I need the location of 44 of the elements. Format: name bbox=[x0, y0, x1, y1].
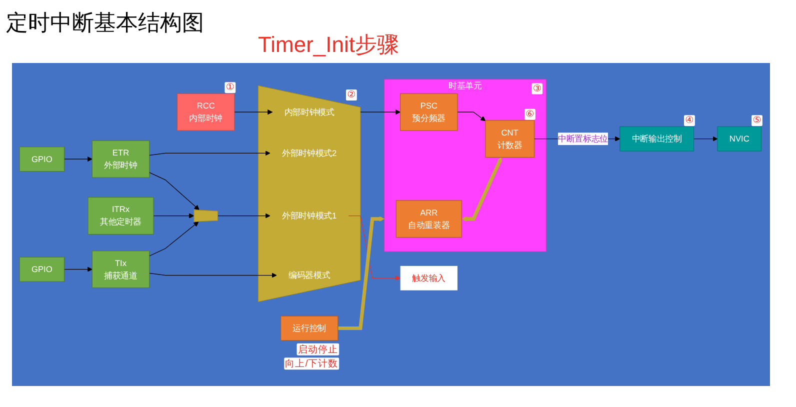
arrow bbox=[64, 156, 92, 162]
node-box: PSC 预分频器 bbox=[400, 93, 458, 131]
cluster bbox=[258, 85, 361, 302]
handwritten-annotation: ① bbox=[224, 82, 236, 94]
handwritten-annotation: ③ bbox=[532, 83, 543, 94]
arrow bbox=[462, 157, 502, 222]
arrow bbox=[149, 222, 199, 256]
node-text: 外部时钟模式1 bbox=[282, 210, 337, 220]
handwritten-annotation: 向上/下计数 bbox=[284, 358, 340, 370]
edge-label: 中断置标志位 bbox=[558, 134, 608, 144]
arrow bbox=[64, 266, 92, 272]
node-text: 外部时钟模式2 bbox=[282, 148, 337, 158]
node-trapezoid bbox=[194, 210, 218, 222]
arrow bbox=[153, 213, 194, 218]
node-box: GPIO bbox=[19, 256, 65, 282]
node-text: 内部时钟模式 bbox=[284, 107, 334, 117]
node-box: NVIC bbox=[717, 126, 762, 152]
node-box: 运行控制 bbox=[280, 316, 338, 341]
handwritten-annotation: Timer_Init步骤 bbox=[258, 31, 399, 59]
handwritten-annotation: ⑥ bbox=[524, 108, 536, 120]
arrow bbox=[234, 109, 273, 115]
node-box: CNT 计数器 bbox=[485, 120, 535, 158]
handwritten-annotation: ⑤ bbox=[752, 115, 762, 126]
arrow bbox=[348, 215, 401, 281]
arrow bbox=[149, 272, 277, 278]
arrow bbox=[149, 150, 270, 156]
arrow bbox=[338, 216, 384, 330]
node-text: 编码器模式 bbox=[288, 270, 330, 280]
arrow bbox=[149, 172, 200, 210]
node-box: 中断输出控制 bbox=[620, 126, 694, 152]
node-box: TIx 捕获通道 bbox=[92, 250, 150, 288]
node-box: ITRx 其他定时器 bbox=[88, 197, 154, 235]
handwritten-annotation: ④ bbox=[684, 115, 695, 126]
arrow bbox=[693, 136, 718, 142]
node-box: ETR 外部时钟 bbox=[92, 140, 150, 178]
node-box: RCC 内部时钟 bbox=[176, 93, 235, 131]
arrow bbox=[360, 109, 401, 115]
arrow bbox=[217, 213, 270, 218]
node-box: 触发输入 bbox=[400, 266, 458, 290]
arrow bbox=[457, 112, 486, 122]
node-box: GPIO bbox=[19, 146, 65, 172]
node-box: ARR 自动重装器 bbox=[396, 200, 462, 238]
diagram-title: 定时中断基本结构图 bbox=[6, 9, 204, 37]
handwritten-annotation: ② bbox=[346, 90, 357, 100]
